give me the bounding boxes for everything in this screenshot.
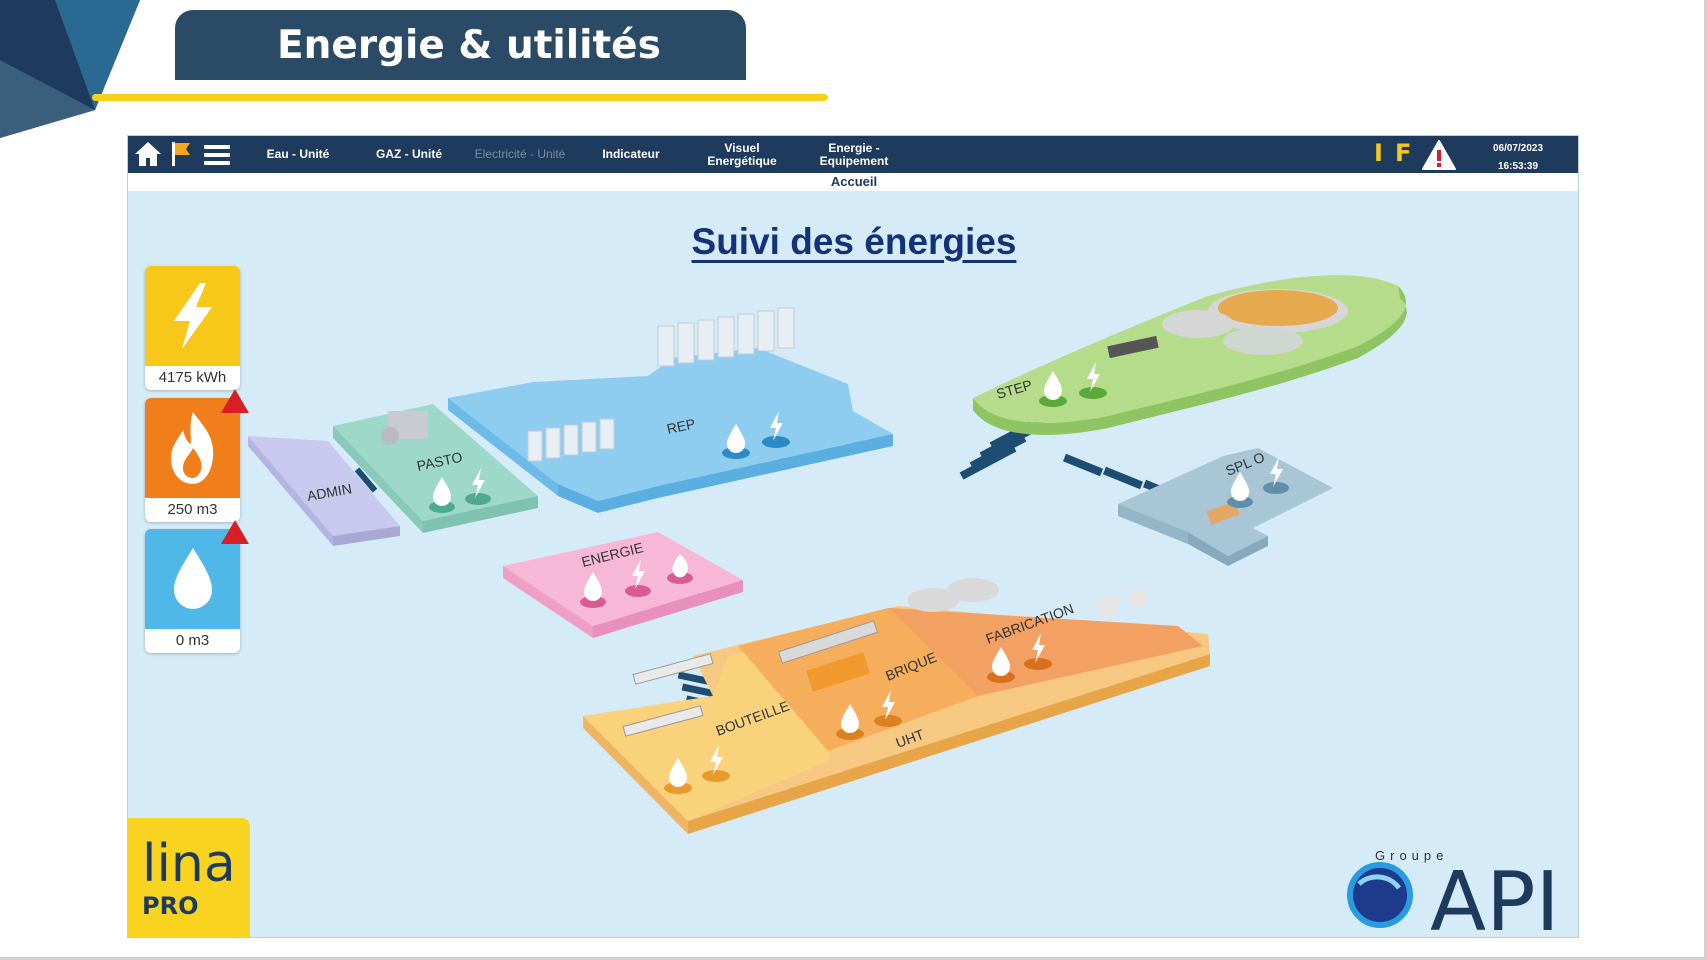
lina-logo-sub: PRO bbox=[142, 892, 199, 920]
zone-rep[interactable]: REP bbox=[448, 307, 893, 513]
slide-title: Energie & utilités bbox=[277, 22, 661, 68]
gas-alarm-triangle-icon[interactable] bbox=[220, 388, 250, 414]
slide-edge-right bbox=[1704, 0, 1707, 960]
water-drop-icon bbox=[173, 548, 212, 609]
hamburger-menu-icon[interactable] bbox=[204, 144, 230, 166]
top-navigation-bar: Eau - Unité GAZ - Unité Electricité - Un… bbox=[128, 136, 1578, 176]
zone-label-rep: REP bbox=[665, 415, 696, 437]
hmi-window: Eau - Unité GAZ - Unité Electricité - Un… bbox=[127, 135, 1579, 938]
status-indicator-f[interactable]: F bbox=[1395, 139, 1412, 167]
menu-visuel-energetique[interactable]: Visuel Energétique bbox=[707, 140, 777, 168]
lightning-icon bbox=[173, 283, 212, 349]
zone-step[interactable]: STEP bbox=[973, 275, 1407, 435]
api-groupe-text: Groupe bbox=[1375, 848, 1449, 863]
zone-admin[interactable]: ADMIN bbox=[248, 436, 400, 546]
flame-icon bbox=[170, 412, 213, 484]
current-date: 06/07/2023 bbox=[1492, 143, 1544, 154]
zone-pasto[interactable]: PASTO bbox=[333, 404, 538, 533]
water-value: 0 m3 bbox=[175, 632, 210, 649]
flag-icon[interactable] bbox=[170, 140, 192, 168]
gas-tile[interactable]: 250 m3 bbox=[145, 389, 249, 522]
current-time: 16:53:39 bbox=[1497, 161, 1539, 172]
corner-decoration bbox=[0, 0, 140, 138]
zone-energie[interactable]: ENERGIE bbox=[503, 532, 743, 638]
electricity-value: 4175 kWh bbox=[158, 369, 227, 386]
gas-tile-header bbox=[145, 398, 240, 498]
zone-brique[interactable]: BRIQUE bbox=[738, 608, 978, 751]
menu-eau-unite[interactable]: Eau - Unité bbox=[266, 147, 330, 161]
zone-fabrication[interactable]: FABRICATION bbox=[888, 578, 1203, 696]
plant-map: ADMIN PASTO bbox=[248, 275, 1407, 834]
api-logo-word: API bbox=[1430, 855, 1560, 940]
water-tile-header bbox=[145, 529, 240, 629]
menu-indicateur[interactable]: Indicateur bbox=[602, 147, 660, 161]
menu-gaz-unite[interactable]: GAZ - Unité bbox=[376, 147, 442, 161]
title-underline bbox=[92, 94, 828, 101]
zone-splo[interactable]: SPL O bbox=[1118, 448, 1333, 566]
api-logo: API bbox=[1347, 855, 1560, 940]
carton-line bbox=[777, 620, 879, 692]
home-icon[interactable] bbox=[134, 140, 162, 168]
electricity-tile-header bbox=[145, 266, 240, 366]
gas-value: 250 m3 bbox=[167, 501, 218, 518]
warning-icon[interactable] bbox=[1421, 139, 1457, 171]
page-heading: Suivi des énergies bbox=[128, 221, 1578, 263]
lina-logo-word: lina bbox=[142, 834, 236, 894]
zone-label-admin: ADMIN bbox=[306, 480, 353, 504]
slide-edge-bottom bbox=[0, 957, 1707, 960]
status-indicator-i[interactable]: I bbox=[1374, 139, 1383, 167]
date-time-display: 06/07/2023 16:53:39 bbox=[1478, 140, 1558, 176]
breadcrumb[interactable]: Accueil bbox=[128, 173, 1578, 191]
menu-electricite-unite: Electricité - Unité bbox=[474, 147, 566, 161]
bottling-line bbox=[622, 653, 714, 737]
water-tile[interactable]: 0 m3 bbox=[145, 520, 249, 653]
slide-title-banner: Energie & utilités bbox=[175, 10, 746, 80]
lina-pro-logo: lina PRO bbox=[128, 818, 250, 937]
water-alarm-triangle-icon[interactable] bbox=[220, 519, 250, 545]
electricity-tile[interactable]: 4175 kWh bbox=[145, 266, 240, 390]
page-heading-text: Suivi des énergies bbox=[691, 221, 1017, 262]
storage-silos bbox=[527, 307, 795, 462]
menu-energie-equipement[interactable]: Energie - Equipement bbox=[819, 140, 889, 168]
